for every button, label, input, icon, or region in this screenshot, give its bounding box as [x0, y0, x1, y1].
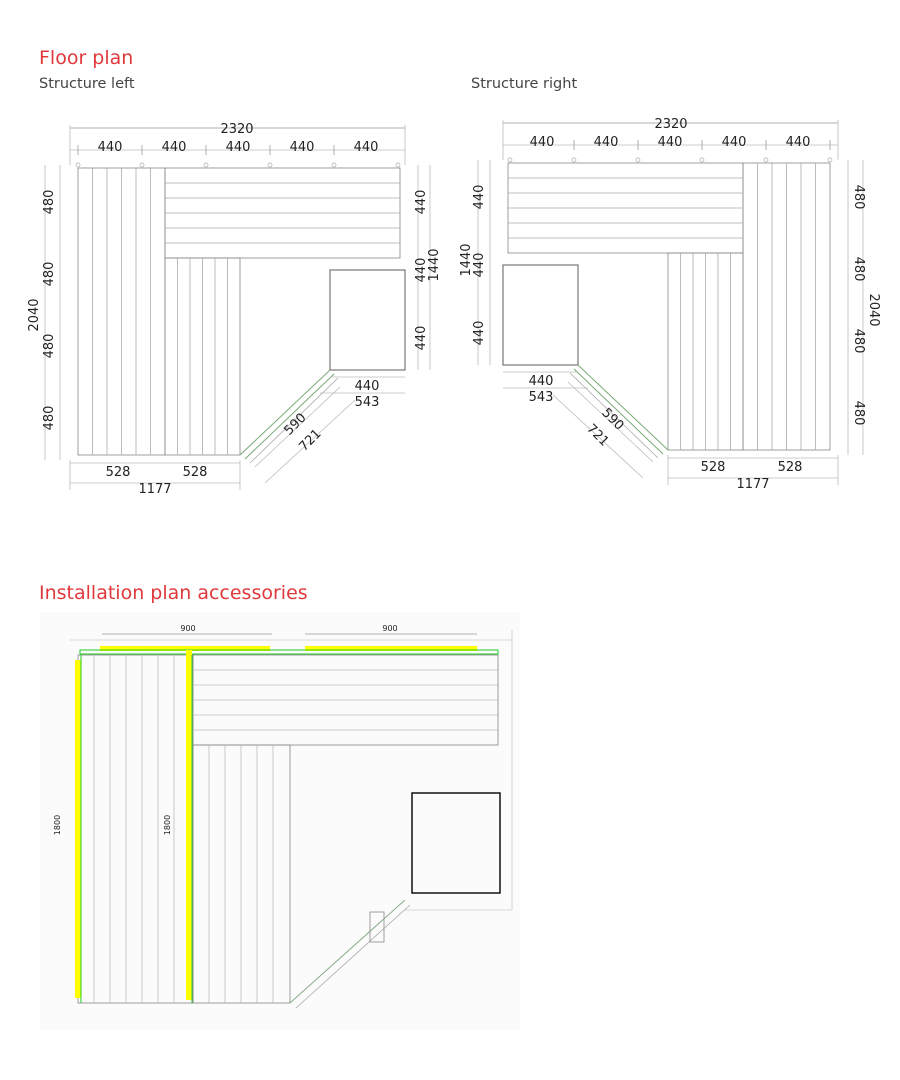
- dim-bottom-segment: 528: [183, 465, 208, 480]
- dim-side-segment: 480: [42, 406, 57, 431]
- structure-right-subtitle: Structure right: [471, 76, 578, 92]
- floor-plan-title: Floor plan: [39, 47, 134, 69]
- dim-top-segment: 440: [722, 135, 747, 150]
- dim-glass-width: 440: [529, 374, 554, 389]
- dim-total-width: 2320: [654, 117, 687, 132]
- dim-top-segment: 440: [162, 140, 187, 155]
- dim-glass-side-segment: 440: [472, 321, 487, 346]
- dim-glass-side-segment: 440: [472, 185, 487, 210]
- dim-side-segment: 480: [851, 401, 866, 426]
- dim-side-segment: 480: [42, 190, 57, 215]
- dim-middle-height: 1800: [163, 815, 172, 835]
- dim-glass-side-total: 1440: [459, 243, 474, 276]
- dim-glass-side-segment: 440: [414, 326, 429, 351]
- dim-side-segment: 480: [42, 262, 57, 287]
- dim-side-segment: 480: [851, 185, 866, 210]
- structure-left-subtitle: Structure left: [39, 76, 135, 92]
- dim-total-depth: 2040: [866, 293, 881, 326]
- dim-bottom-total: 1177: [138, 482, 171, 497]
- dim-strip-left: 900: [180, 624, 195, 633]
- installation-plan-title: Installation plan accessories: [39, 582, 308, 604]
- dim-total-depth: 2040: [27, 298, 42, 331]
- dim-bottom-segment: 528: [778, 460, 803, 475]
- dim-side-segment: 480: [42, 334, 57, 359]
- installation-plan: 900 900 1800 1800: [40, 612, 520, 1030]
- dim-bottom-total: 1177: [736, 477, 769, 492]
- dim-glass-side-segment: 440: [414, 258, 429, 283]
- dim-top-segment: 440: [226, 140, 251, 155]
- dim-total-width: 2320: [220, 122, 253, 137]
- dim-glass-side-segment: 440: [414, 190, 429, 215]
- dim-strip-right: 900: [382, 624, 397, 633]
- dim-top-segment: 440: [98, 140, 123, 155]
- dim-top-segment: 440: [530, 135, 555, 150]
- dim-top-segment: 440: [594, 135, 619, 150]
- dim-top-segment: 440: [786, 135, 811, 150]
- dim-glass-outer: 543: [355, 395, 380, 410]
- dim-top-segment: 440: [658, 135, 683, 150]
- dim-left-height: 1800: [53, 815, 62, 835]
- dim-bottom-segment: 528: [701, 460, 726, 475]
- dim-glass-side-total: 1440: [427, 248, 442, 281]
- dim-glass-outer: 543: [529, 390, 554, 405]
- dim-bottom-segment: 528: [106, 465, 131, 480]
- dim-side-segment: 480: [851, 329, 866, 354]
- dim-side-segment: 480: [851, 257, 866, 282]
- dim-glass-side-segment: 440: [472, 253, 487, 278]
- dim-top-segment: 440: [290, 140, 315, 155]
- dim-top-segment: 440: [354, 140, 379, 155]
- dim-glass-width: 440: [355, 379, 380, 394]
- floor-plan-right: 2320440440440440440480480480480204044044…: [459, 117, 881, 492]
